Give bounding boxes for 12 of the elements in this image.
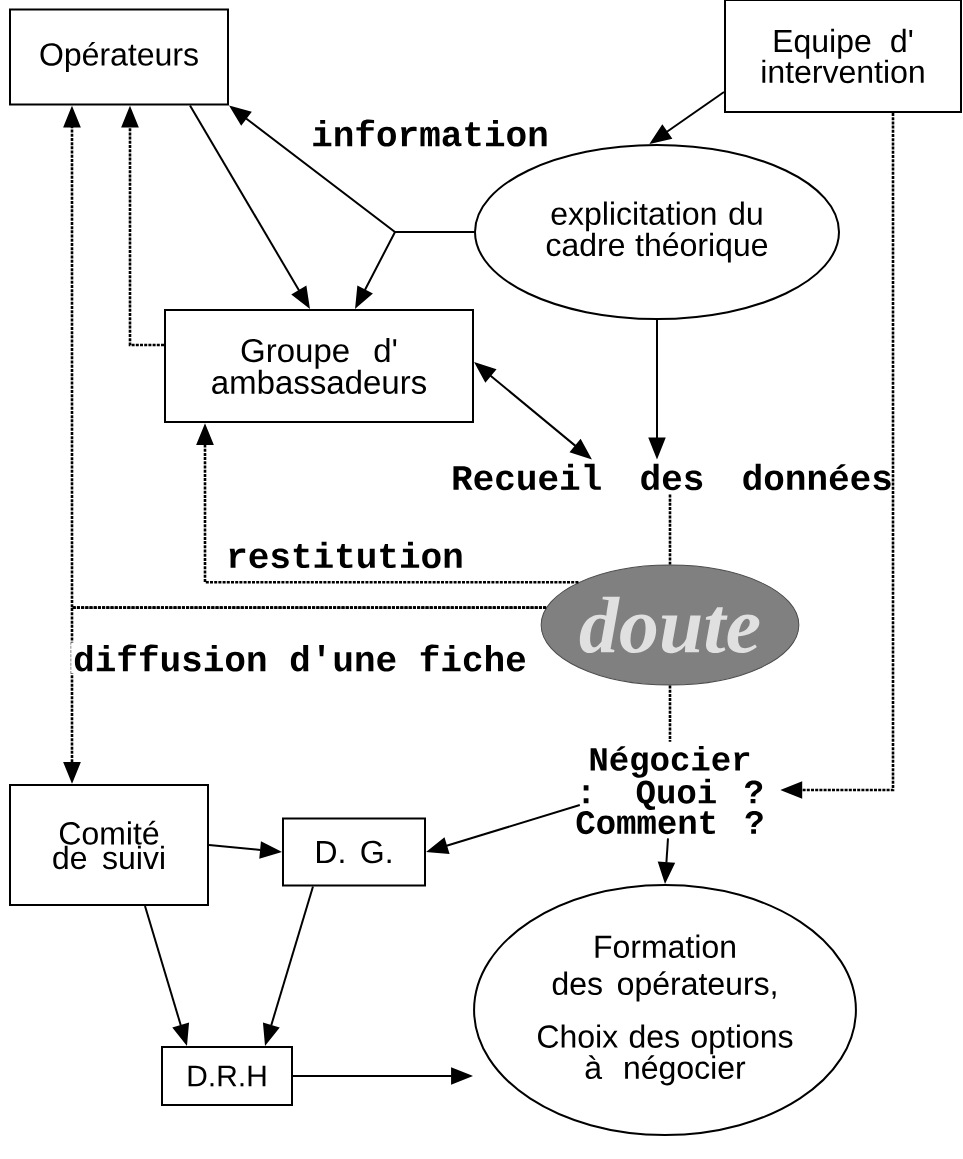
process-box: Comité de suivi: [9, 784, 209, 906]
process-box: Equipe d' intervention: [724, 0, 962, 113]
process-box: D.R.H: [161, 1046, 293, 1106]
process-box: D. G.: [282, 817, 426, 887]
dashed-line: [668, 494, 672, 565]
step-text: Négocier : Quoi ? Comment ?: [576, 745, 763, 835]
step-text: Recueil des données: [453, 463, 891, 491]
edge-label: diffusion d'une fiche: [71, 642, 529, 674]
dashed-line: [668, 685, 672, 742]
process-box: Opérateurs: [9, 8, 229, 106]
process-box: Groupe d' ambassadeurs: [164, 309, 474, 423]
edge-label: restitution: [224, 539, 466, 571]
